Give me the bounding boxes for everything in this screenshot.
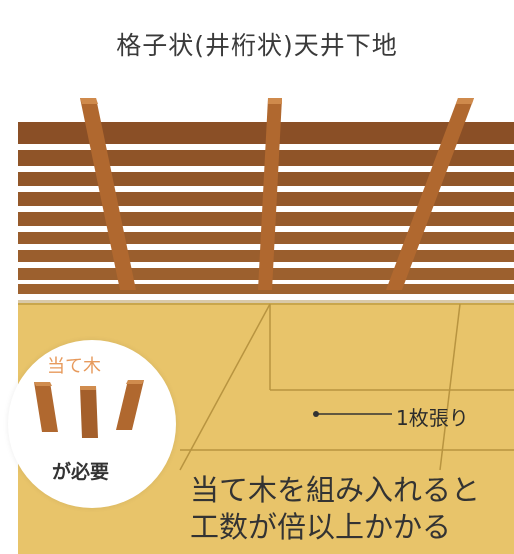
label-leader	[313, 411, 392, 417]
caption-line-1: 当て木を組み入れると	[190, 473, 481, 507]
prop-wood-pieces-icon	[34, 380, 144, 438]
caption-line-2: 工数が倍以上かかる	[190, 510, 452, 544]
diagram-title: 格子状(井桁状)天井下地	[116, 31, 398, 60]
caption-note: 当て木を組み入れると 工数が倍以上かかる	[190, 472, 480, 546]
needed-label: が必要	[52, 461, 110, 483]
prop-wood-label: 当て木	[47, 356, 101, 377]
one-board-label: 1枚張り	[396, 406, 469, 430]
vertical-joists	[80, 98, 474, 290]
